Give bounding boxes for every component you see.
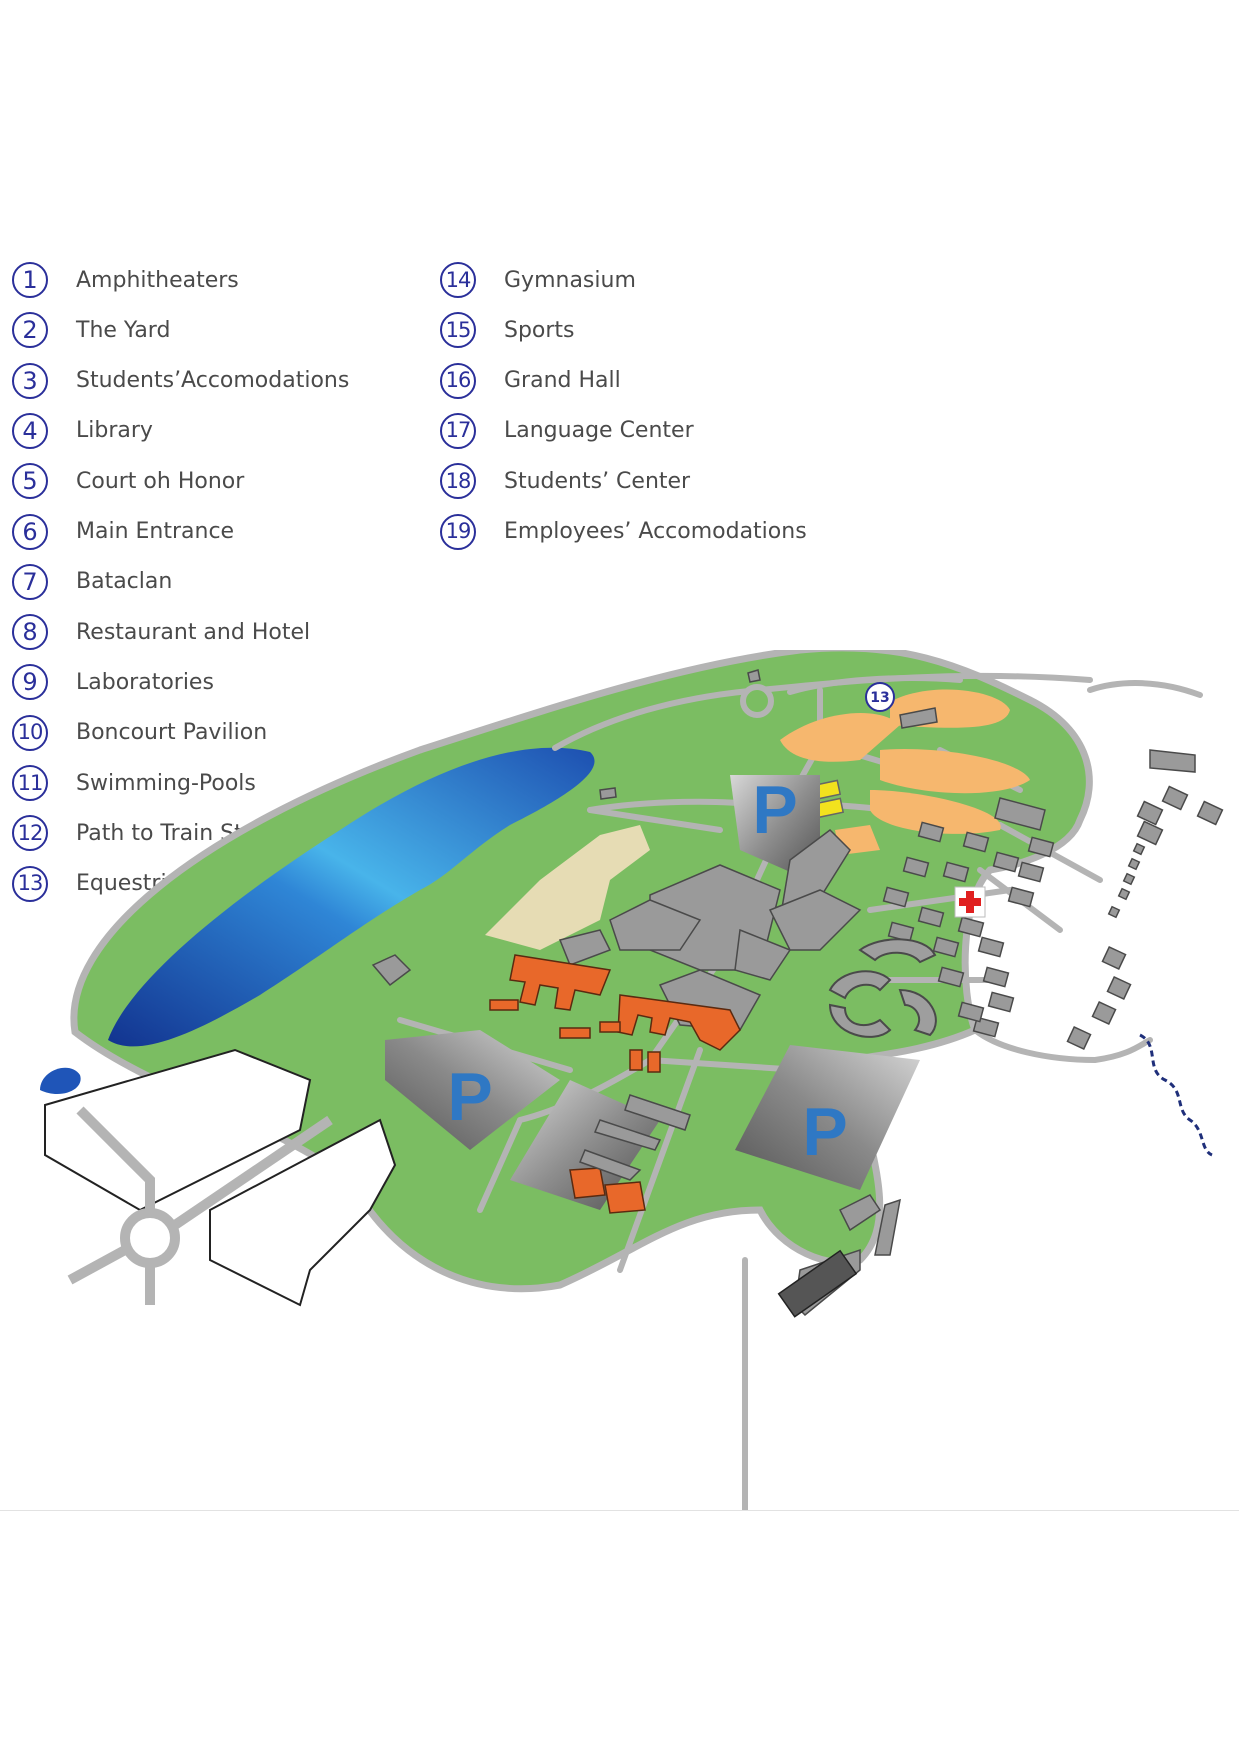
legend-label: Court oh Honor <box>76 468 245 494</box>
map-marker-label: 13 <box>870 690 889 706</box>
legend-number-badge: 17 <box>440 412 476 449</box>
legend-item-10: 10 Boncourt Pavilion <box>12 711 267 755</box>
legend-label: Swimming-Pools <box>76 770 256 796</box>
legend-label: Language Center <box>504 418 694 444</box>
lake <box>108 747 595 1047</box>
legend-number-badge: 2 <box>12 312 48 349</box>
legend-number-badge: 6 <box>12 513 48 550</box>
legend-item-15: 15 Sports <box>440 308 575 352</box>
legend-label: Boncourt Pavilion <box>76 720 268 746</box>
legend-label: Sports <box>504 317 575 343</box>
laboratories-buildings <box>489 954 741 1214</box>
legend-label: Employees’ Accomodations <box>504 519 807 544</box>
legend-item-6: 6 Main Entrance <box>12 510 234 554</box>
legend-item-4: 4 Library <box>12 409 153 453</box>
map-marker-13[interactable]: 13 <box>865 682 895 712</box>
legend-label: Library <box>76 418 153 444</box>
legend-number-badge: 19 <box>440 513 476 550</box>
legend-number-badge: 12 <box>12 815 48 852</box>
legend-number-badge: 5 <box>12 463 48 500</box>
legend-number-badge: 14 <box>440 262 476 298</box>
legend-number-badge: 16 <box>440 362 476 399</box>
first-aid-cross-icon <box>954 886 986 918</box>
legend-item-3: 3 Students’Accomodations <box>12 359 349 403</box>
parking-icon: P <box>447 1059 492 1135</box>
legend-label: Students’Accomodations <box>76 368 350 394</box>
parking-icon: P <box>752 772 797 848</box>
parking-icon: P <box>802 1094 847 1170</box>
students-accommodations-buildings <box>828 938 937 1038</box>
legend-number-badge: 18 <box>440 463 476 500</box>
outer-roadway <box>67 1106 333 1305</box>
legend-number-badge: 4 <box>12 412 48 449</box>
outer-building <box>777 1249 858 1318</box>
legend-number-badge: 13 <box>12 865 48 902</box>
legend-item-5: 5 Court oh Honor <box>12 459 244 503</box>
off-campus-pond <box>40 1067 81 1095</box>
legend-item-8: 8 Restaurant and Hotel <box>12 610 310 654</box>
legend-item-17: 17 Language Center <box>440 409 694 453</box>
legend-number-badge: 15 <box>440 312 476 349</box>
off-campus-buildings <box>44 1048 397 1307</box>
employee-houses <box>1066 785 1224 1051</box>
legend-label: Restaurant and Hotel <box>76 619 311 645</box>
legend-item-19: 19 Employees’ Accomodations <box>440 510 807 554</box>
legend-item-14: 14 Gymnasium <box>440 258 636 302</box>
yard-area <box>485 825 650 950</box>
legend-number-badge: 1 <box>12 262 48 298</box>
legend-item-9: 9 Laboratories <box>12 660 214 704</box>
campus-map: P P P <box>40 650 1224 1510</box>
legend-label: Bataclan <box>76 569 173 595</box>
legend-item-7: 7 Bataclan <box>12 560 172 604</box>
legend-number-badge: 11 <box>12 765 48 801</box>
residence-blocks <box>882 821 1055 1038</box>
legend-item-1: 1 Amphitheaters <box>12 258 239 302</box>
legend-label: Gymnasium <box>504 267 636 293</box>
legend-number-badge: 9 <box>12 664 48 701</box>
entrance-roundabout <box>740 684 774 718</box>
legend-item-11: 11 Swimming-Pools <box>12 761 256 805</box>
legend-label: Laboratories <box>76 669 214 695</box>
legend-item-18: 18 Students’ Center <box>440 459 690 503</box>
legend-label: The Yard <box>76 317 171 343</box>
legend-item-2: 2 The Yard <box>12 308 170 352</box>
legend-label: Students’ Center <box>504 468 691 494</box>
legend-number-badge: 10 <box>12 714 48 751</box>
legend-number-badge: 3 <box>12 362 48 399</box>
train-station-path <box>1139 1033 1213 1157</box>
legend-label: Main Entrance <box>76 519 235 544</box>
legend-item-16: 16 Grand Hall <box>440 359 621 403</box>
legend-number-badge: 8 <box>12 614 48 651</box>
legend-number-badge: 7 <box>12 563 48 600</box>
bottom-divider <box>0 1510 1239 1511</box>
legend-label: Grand Hall <box>504 368 621 394</box>
legend-label: Amphitheaters <box>76 267 239 293</box>
